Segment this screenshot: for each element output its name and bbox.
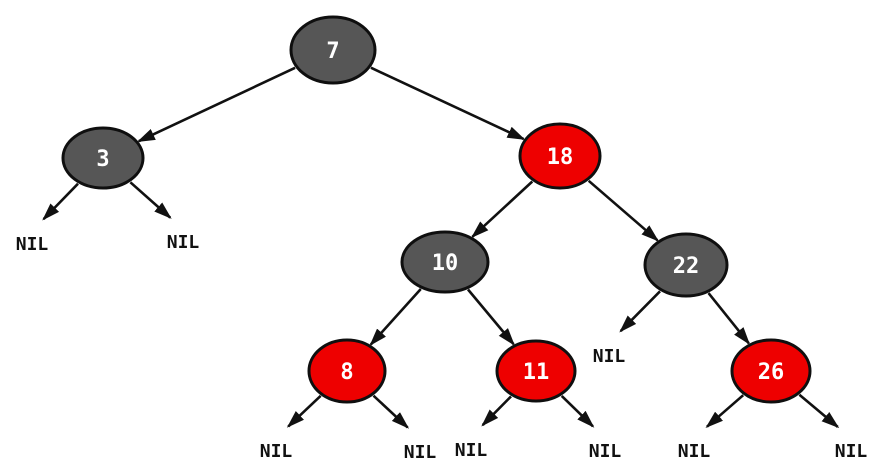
edge-22-to-nil-22-left bbox=[619, 290, 661, 333]
edge-7-to-3 bbox=[136, 66, 296, 143]
edge-11-to-nil-11-right bbox=[560, 394, 595, 428]
node-label: 11 bbox=[523, 360, 550, 385]
nil-8-left-label: NIL bbox=[260, 441, 293, 462]
node-label: 7 bbox=[326, 39, 339, 64]
nil-11-right-label: NIL bbox=[589, 441, 622, 462]
nil-22-left-label: NIL bbox=[593, 346, 626, 367]
edge-18-to-22 bbox=[587, 179, 660, 242]
red-node-ellipse bbox=[495, 339, 577, 403]
tree-node-7: 7 bbox=[289, 15, 377, 85]
black-node-ellipse bbox=[61, 126, 145, 190]
red-node-ellipse bbox=[307, 338, 387, 404]
node-label: 8 bbox=[340, 360, 353, 385]
nil-3-left-label: NIL bbox=[16, 234, 49, 255]
node-label: 22 bbox=[673, 254, 700, 279]
nil-26-left-label: NIL bbox=[678, 441, 711, 462]
tree-node-18: 18 bbox=[518, 122, 602, 190]
tree-node-11: 11 bbox=[495, 339, 577, 403]
edge-11-to-nil-11-left bbox=[481, 395, 512, 427]
tree-node-26: 26 bbox=[730, 338, 812, 404]
nil-26-right-label: NIL bbox=[835, 441, 868, 462]
red-node-ellipse bbox=[518, 122, 602, 190]
edge-8-to-nil-8-left bbox=[286, 394, 322, 428]
node-label: 26 bbox=[758, 360, 785, 385]
nil-labels-layer: NIL NIL NIL NIL NIL NIL NIL NIL NIL bbox=[16, 232, 868, 463]
edge-3-to-nil-3-right bbox=[129, 181, 172, 219]
black-node-ellipse bbox=[289, 15, 377, 85]
black-node-ellipse bbox=[400, 230, 490, 294]
nil-3-right-label: NIL bbox=[167, 232, 200, 253]
node-label: 18 bbox=[547, 145, 574, 170]
edge-26-to-nil-26-left bbox=[705, 394, 745, 429]
tree-node-3: 3 bbox=[61, 126, 145, 190]
edge-10-to-8 bbox=[369, 288, 422, 346]
edge-7-to-18 bbox=[370, 66, 526, 141]
node-label: 10 bbox=[432, 251, 459, 276]
edges-layer bbox=[42, 66, 840, 429]
nil-8-right-label: NIL bbox=[404, 442, 437, 463]
red-node-ellipse bbox=[730, 338, 812, 404]
edge-26-to-nil-26-right bbox=[798, 393, 840, 429]
nodes-layer: 7 3 18 10 22 8 11 26 bbox=[61, 15, 812, 404]
black-node-ellipse bbox=[643, 232, 729, 298]
edge-8-to-nil-8-right bbox=[372, 394, 410, 429]
nil-11-left-label: NIL bbox=[455, 440, 488, 461]
tree-node-8: 8 bbox=[307, 338, 387, 404]
edge-22-to-26 bbox=[707, 292, 751, 345]
tree-node-10: 10 bbox=[400, 230, 490, 294]
edge-18-to-10 bbox=[471, 180, 534, 239]
tree-node-22: 22 bbox=[643, 232, 729, 298]
node-label: 3 bbox=[96, 147, 109, 172]
edge-3-to-nil-3-left bbox=[42, 182, 79, 221]
edge-10-to-11 bbox=[467, 288, 515, 346]
